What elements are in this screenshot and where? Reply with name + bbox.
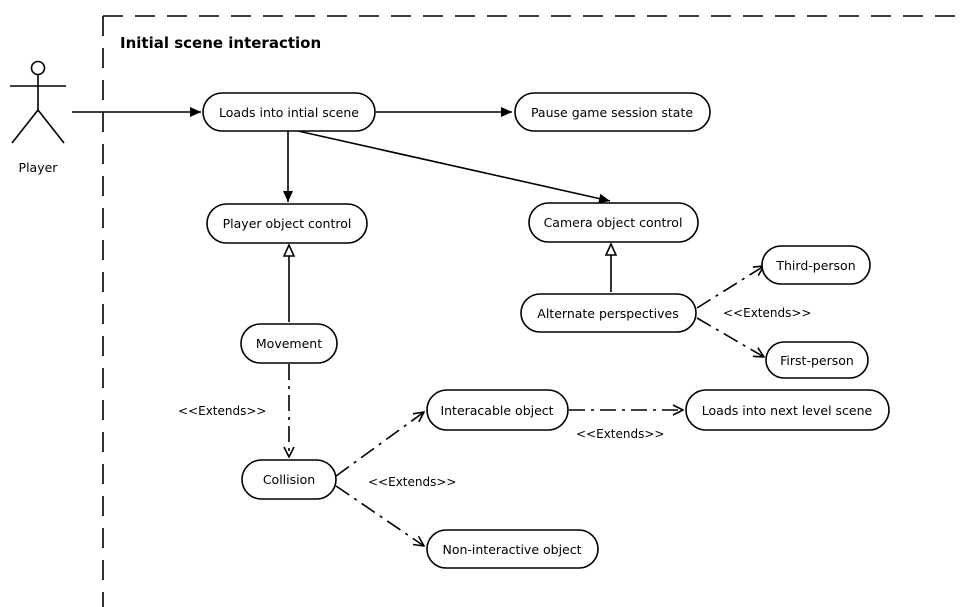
- usecase-non-interactive-object: Non-interactive object: [426, 529, 599, 569]
- usecase-third-person: Third-person: [761, 245, 871, 285]
- usecase-collision: Collision: [241, 459, 337, 500]
- svg-text:Alternate perspectives: Alternate perspectives: [537, 306, 678, 321]
- usecase-loads-initial-scene: Loads into intial scene: [202, 92, 376, 132]
- svg-text:Pause game session state: Pause game session state: [531, 105, 693, 120]
- usecase-pause-game-session: Pause game session state: [514, 92, 711, 132]
- edge-loads-to-camera-control: [297, 130, 611, 204]
- svg-text:Non-interactive object: Non-interactive object: [442, 542, 581, 557]
- edge-collision-to-interactable: [335, 412, 424, 477]
- diagram-title: Initial scene interaction: [120, 34, 321, 52]
- svg-text:Collision: Collision: [263, 472, 315, 487]
- player-actor: [10, 60, 66, 144]
- svg-text:Player object control: Player object control: [223, 216, 352, 231]
- svg-text:Third-person: Third-person: [775, 258, 855, 273]
- svg-text:Movement: Movement: [256, 336, 322, 351]
- usecase-loads-next-level: Loads into next level scene: [685, 389, 890, 431]
- usecase-first-person: First-person: [765, 341, 869, 379]
- usecase-interactable-object: Interacable object: [426, 389, 569, 431]
- svg-text:First-person: First-person: [780, 353, 854, 368]
- svg-text:Camera object control: Camera object control: [544, 215, 683, 230]
- system-boundary: [102, 15, 960, 607]
- extends-label-collision: <<Extends>>: [368, 475, 456, 489]
- svg-text:Interacable object: Interacable object: [440, 403, 553, 418]
- edge-alternate-to-first-person: [696, 317, 764, 357]
- svg-text:Loads into next level scene: Loads into next level scene: [702, 403, 873, 418]
- actor-label: Player: [19, 160, 59, 175]
- usecase-camera-object-control: Camera object control: [528, 202, 699, 243]
- extends-label-next-level: <<Extends>>: [576, 427, 664, 441]
- usecase-movement: Movement: [240, 323, 338, 364]
- svg-text:Loads into intial scene: Loads into intial scene: [219, 105, 359, 120]
- usecase-player-object-control: Player object control: [206, 203, 368, 244]
- edge-collision-to-non-interactive: [335, 485, 424, 546]
- extends-label-perspectives: <<Extends>>: [723, 306, 811, 320]
- extends-label-movement: <<Extends>>: [178, 404, 266, 418]
- edge-alternate-to-third-person: [696, 266, 764, 309]
- usecase-alternate-perspectives: Alternate perspectives: [520, 293, 697, 333]
